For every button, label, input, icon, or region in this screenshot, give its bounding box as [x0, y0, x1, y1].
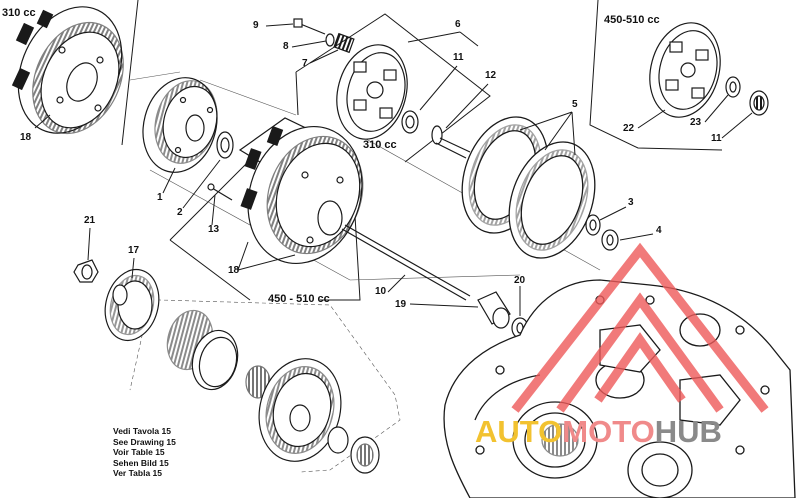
watermark-logo — [511, 242, 769, 413]
callout-6: 6 — [455, 19, 461, 30]
part-21-nut — [73, 259, 99, 283]
leader-7 — [309, 49, 339, 64]
part-13-screw — [207, 183, 233, 201]
box-450-510cc-topright — [589, 0, 723, 151]
part-1-clutch-drum — [142, 77, 218, 173]
leader-5b — [544, 111, 573, 151]
leader-22 — [637, 109, 666, 129]
leader-4 — [619, 233, 654, 241]
leader-2 — [182, 159, 221, 209]
callout-13: 13 — [208, 224, 220, 235]
callout-2: 2 — [177, 207, 183, 218]
leader-13 — [211, 194, 216, 226]
part-11-bearing-310 — [401, 110, 419, 134]
part-18-clutch-basket-450 — [238, 117, 364, 265]
callout-23: 23 — [690, 117, 702, 128]
variant-label-450-center: 450 - 510 cc — [268, 293, 330, 305]
leader-11a — [419, 65, 458, 111]
watermark-text: AUTOMOTOHUB — [475, 414, 722, 450]
callout-8: 8 — [283, 41, 289, 52]
leader-6b — [459, 31, 479, 47]
part-3-washer — [585, 214, 601, 236]
box-310cc-topleft — [121, 0, 139, 146]
callout-5: 5 — [572, 99, 578, 110]
see-drawing-note: Vedi Tavola 15 See Drawing 15 Voir Table… — [113, 426, 176, 479]
part-8-washer — [325, 33, 335, 47]
part-11-bearing-450 — [749, 90, 769, 116]
watermark-hub: HUB — [654, 414, 722, 449]
watermark-moto: MOTO — [562, 414, 655, 449]
leader-5c — [571, 111, 576, 156]
part-17-primary-gear — [104, 268, 160, 342]
leader-6a — [407, 31, 461, 43]
watermark-auto: AUTO — [475, 414, 563, 449]
callout-7: 7 — [302, 58, 308, 69]
variant-label-450-topright: 450-510 cc — [604, 14, 660, 26]
note-line-en: See Drawing 15 — [113, 436, 176, 447]
part-10-pushrod — [341, 224, 471, 301]
callout-18-450: 18 — [228, 265, 240, 276]
callout-20: 20 — [514, 275, 526, 286]
note-line-it: Vedi Tavola 15 — [113, 426, 171, 436]
leader-12 — [445, 83, 489, 129]
drawing-15-assembly — [166, 309, 380, 474]
leader-18-tl — [34, 114, 51, 129]
part-9-bolt — [293, 18, 326, 35]
note-line-de: Sehen Bild 15 — [113, 457, 169, 468]
note-line-fr: Voir Table 15 — [113, 447, 165, 457]
part-4-lock-washer — [601, 229, 619, 251]
variant-label-310-center: 310 cc — [363, 139, 397, 151]
callout-21: 21 — [84, 215, 96, 226]
leader-21 — [87, 227, 91, 261]
part-2-washer — [216, 131, 234, 159]
leader-1 — [162, 167, 176, 194]
part-19-bushing — [477, 291, 511, 329]
callout-11-310: 11 — [453, 52, 464, 63]
part-22-pressure-plate-450 — [649, 22, 721, 118]
leader-8 — [291, 40, 327, 48]
leader-10 — [387, 274, 406, 293]
part-6-pressure-plate-310 — [336, 44, 408, 140]
part-12-pushrod-mushroom — [431, 125, 471, 159]
leader-18-c2 — [237, 254, 296, 271]
callout-1: 1 — [157, 192, 163, 203]
leader-23 — [704, 94, 729, 123]
part-23-washer — [725, 76, 741, 98]
callout-18-310: 18 — [20, 132, 32, 143]
callout-10: 10 — [375, 286, 387, 297]
note-line-es: Ver Tabla 15 — [113, 468, 162, 478]
callout-3: 3 — [628, 197, 634, 208]
leader-19 — [409, 303, 479, 308]
part-7-spring — [333, 32, 355, 54]
callout-22: 22 — [623, 123, 635, 134]
callout-11-450: 11 — [711, 133, 722, 144]
callout-4: 4 — [656, 225, 662, 236]
callout-9: 9 — [253, 20, 259, 31]
clutch-basket-310cc — [11, 6, 124, 135]
leader-17 — [131, 257, 135, 279]
leader-5a — [519, 111, 573, 131]
part-5-clutch-discs — [461, 116, 596, 259]
leader-9 — [265, 23, 294, 27]
variant-label-310-topleft: 310 cc — [2, 7, 36, 19]
leader-3 — [599, 206, 627, 221]
leader-11b — [721, 112, 753, 139]
leader-18-c1 — [237, 241, 249, 271]
callout-19: 19 — [395, 299, 407, 310]
callout-12: 12 — [485, 70, 497, 81]
callout-17: 17 — [128, 245, 140, 256]
